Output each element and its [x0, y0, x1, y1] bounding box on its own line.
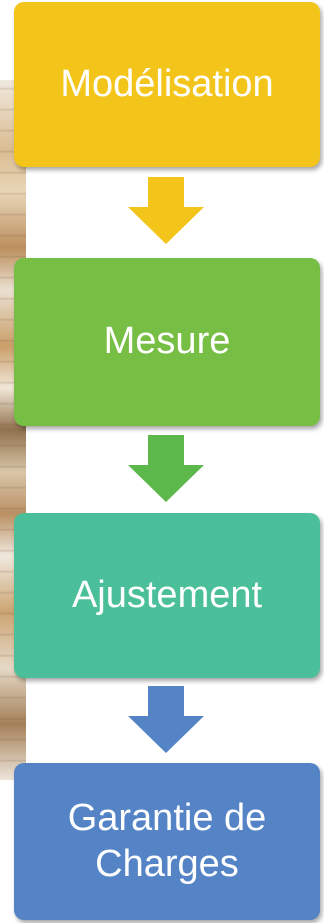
step-ajustement: Ajustement [14, 513, 320, 678]
arrow-down-icon [128, 435, 204, 502]
step-mesure: Mesure [14, 258, 320, 426]
step-label: Garantie de Charges [67, 796, 267, 885]
step-label: Mesure [103, 320, 231, 363]
arrow-down-icon [128, 177, 204, 244]
step-label: Modélisation [60, 62, 274, 105]
step-garantie-de-charges: Garantie de Charges [14, 763, 320, 920]
step-label: Ajustement [71, 573, 263, 616]
background-photo [0, 80, 26, 780]
arrow-down-icon [128, 686, 204, 753]
step-modelisation: Modélisation [14, 2, 320, 167]
